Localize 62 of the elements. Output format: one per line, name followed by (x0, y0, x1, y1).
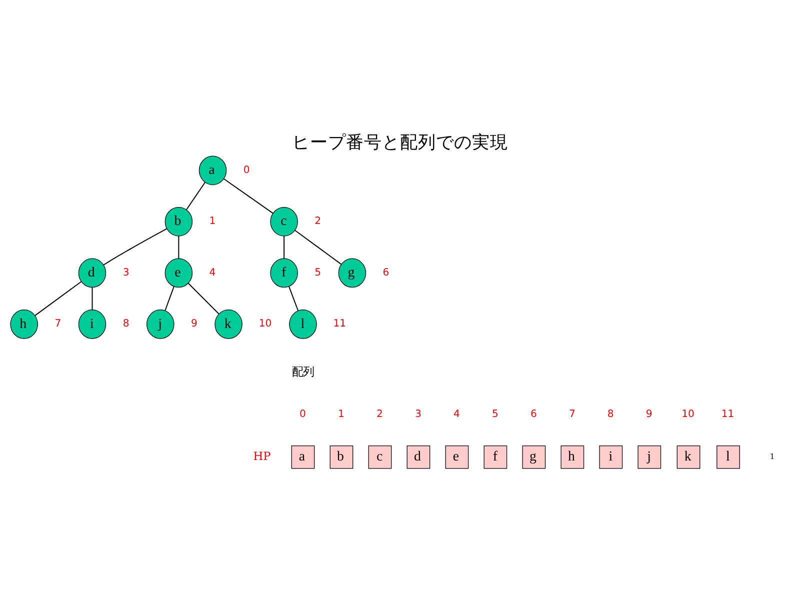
label: d (414, 450, 421, 465)
node-label: 3 (122, 267, 130, 278)
label: c (376, 450, 383, 465)
label: l (726, 450, 730, 465)
label: 5 (492, 409, 498, 420)
connector (92, 287, 93, 310)
node-label: 9 (190, 318, 198, 330)
node-circle: i (78, 310, 106, 339)
diagram-title: ヒープ番号と配列での実現 (292, 133, 508, 154)
node-label: 7 (54, 318, 62, 330)
label: 9 (646, 409, 652, 420)
node-circle: d (78, 258, 106, 288)
node-circle: k (214, 310, 242, 339)
connector (188, 282, 220, 314)
label: a (298, 450, 306, 465)
connector (164, 286, 174, 311)
label: 11 (721, 409, 734, 420)
node-circle: h (10, 310, 38, 339)
node-label: 4 (209, 267, 216, 278)
node-label: 11 (333, 318, 346, 330)
node-circle: e (164, 258, 193, 288)
connector (178, 236, 180, 259)
node-circle: g (338, 258, 366, 288)
node-label: 0 (243, 164, 250, 176)
label: b (337, 450, 344, 465)
label: 8 (607, 409, 614, 420)
label: h (568, 450, 575, 465)
connector (103, 228, 168, 266)
node-circle: j (146, 310, 174, 339)
node-circle: c (270, 207, 298, 236)
label: g (530, 450, 536, 465)
label: i (608, 450, 613, 465)
connector (34, 281, 82, 316)
label: f (492, 450, 498, 465)
connector (284, 236, 285, 259)
node-circle: f (270, 258, 298, 288)
node-label: 2 (314, 216, 322, 228)
label: 6 (530, 409, 537, 420)
label: 配列 (292, 364, 314, 378)
node-circle: b (164, 207, 193, 236)
label: 2 (376, 409, 383, 420)
label: HP (253, 448, 271, 463)
connector (288, 286, 299, 311)
label: j (647, 450, 652, 465)
label: e (452, 450, 460, 465)
label: k (684, 450, 692, 465)
label: 4 (453, 409, 460, 420)
label: 0 (300, 409, 306, 420)
node-circle: a (198, 156, 227, 186)
node-label: 8 (122, 318, 130, 330)
connector (294, 230, 342, 265)
connector (224, 178, 274, 214)
label: 7 (568, 409, 576, 420)
node-circle: l (289, 310, 317, 339)
node-label: 6 (382, 267, 390, 278)
connector (186, 182, 206, 210)
label: 10 (682, 409, 694, 420)
label: 3 (414, 409, 422, 420)
node-label: 10 (258, 318, 272, 330)
node-label: 1 (209, 216, 216, 228)
label: 1 (338, 409, 344, 420)
node-label: 5 (314, 267, 322, 278)
